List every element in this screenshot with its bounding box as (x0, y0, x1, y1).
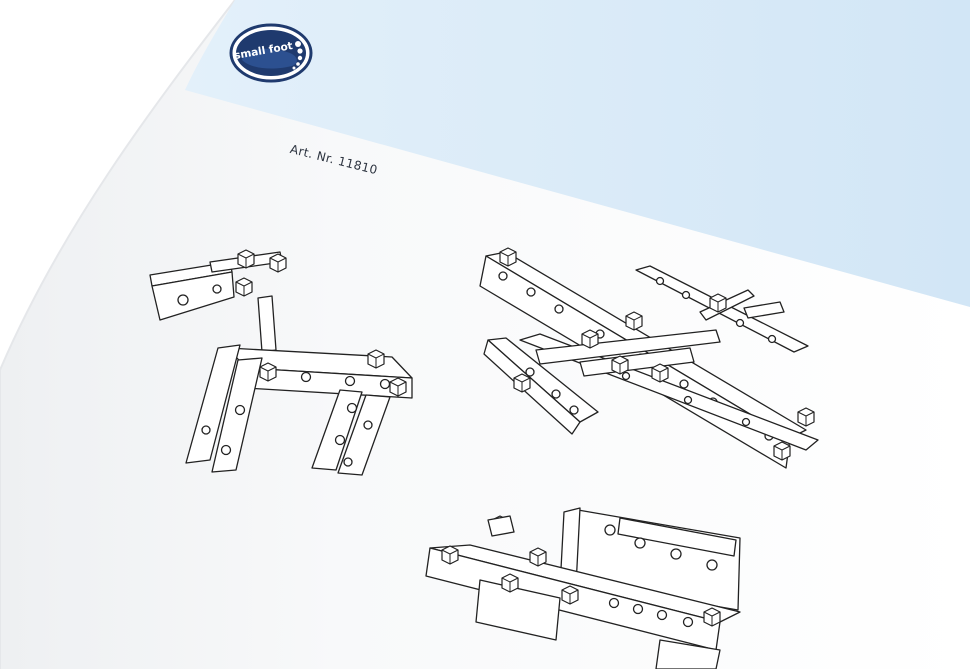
header-band (185, 0, 970, 307)
dog-model-drawing (149, 249, 413, 476)
footprint-icon (242, 41, 303, 70)
small-foot-logo: small foot (229, 23, 313, 83)
airplane-model-drawing (479, 247, 819, 469)
vehicle-model-drawing (425, 507, 741, 669)
